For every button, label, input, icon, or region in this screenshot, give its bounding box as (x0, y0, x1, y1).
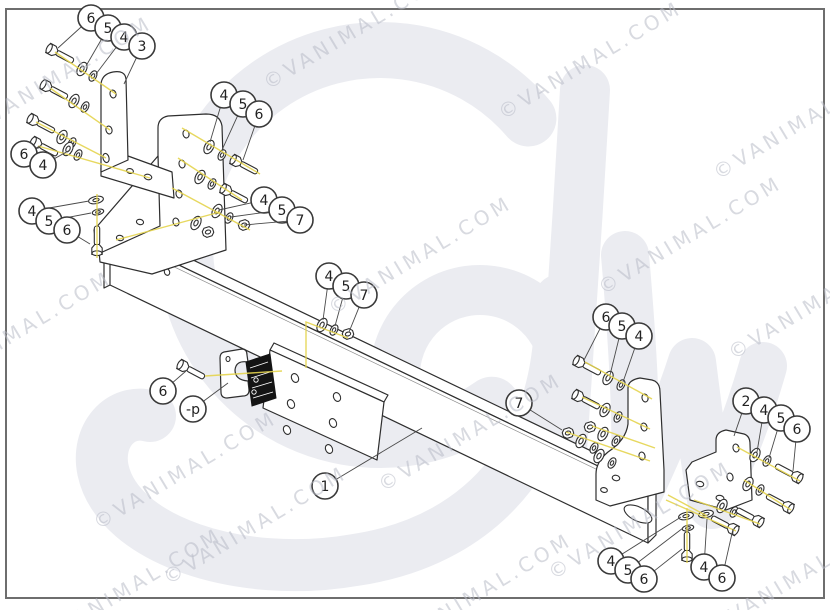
callout-leader (621, 516, 682, 555)
callout-leader (44, 200, 90, 210)
callout-4: 4 (29, 151, 57, 179)
svg-text:4: 4 (39, 158, 48, 174)
callout-leader (638, 527, 684, 563)
callout-6: 6 (245, 100, 273, 128)
callout-leader (209, 107, 221, 143)
callout-leader (242, 126, 256, 161)
svg-text:4: 4 (120, 30, 129, 46)
callout-leader (77, 236, 91, 245)
callout-6: 6 (149, 377, 177, 405)
svg-text:6: 6 (20, 147, 29, 163)
svg-text:4: 4 (607, 554, 616, 570)
callout-6: 6 (630, 565, 658, 593)
callout-leader (733, 413, 743, 437)
callout-leader (335, 427, 423, 480)
svg-text:6: 6 (87, 11, 96, 27)
callout-4: 4 (625, 322, 653, 350)
svg-text:5: 5 (342, 279, 351, 295)
callout-leader (622, 348, 636, 383)
callout-7: 7 (286, 206, 314, 234)
callout-leader (348, 306, 360, 333)
callout-leader (792, 441, 797, 472)
svg-text:4: 4 (220, 88, 229, 104)
callout-leader (768, 430, 778, 459)
assembly-axis-lines (35, 51, 801, 563)
callout-leader (54, 149, 71, 160)
svg-text:4: 4 (635, 329, 644, 345)
callout-leader (95, 47, 117, 75)
callout--p: -p (179, 395, 207, 423)
svg-text:5: 5 (618, 319, 627, 335)
callout-leader (704, 518, 708, 555)
callout-6: 6 (53, 216, 81, 244)
svg-text:7: 7 (296, 213, 305, 229)
svg-text:5: 5 (104, 21, 113, 37)
callout-leader (203, 382, 229, 402)
svg-text:4: 4 (760, 403, 769, 419)
callout-leader (218, 202, 252, 211)
callout-leader (653, 548, 683, 572)
svg-text:2: 2 (742, 394, 751, 410)
left-side-bracket (100, 71, 175, 199)
callout-6: 6 (783, 415, 811, 443)
svg-text:5: 5 (624, 563, 633, 579)
svg-text:3: 3 (138, 39, 147, 55)
callout-leader (85, 39, 102, 67)
svg-text:6: 6 (640, 572, 649, 588)
callout-7: 7 (505, 389, 533, 417)
svg-text:5: 5 (239, 97, 248, 113)
callout-leader (243, 220, 288, 226)
right-side-bracket (685, 429, 753, 511)
callout-leader (123, 57, 137, 85)
callout-leader (756, 422, 763, 453)
callout-leader (724, 528, 734, 566)
svg-text:-p: -p (186, 402, 200, 418)
callout-leader (230, 211, 270, 218)
callout-7: 7 (350, 281, 378, 309)
callout-leader (609, 338, 620, 376)
svg-text:7: 7 (360, 288, 369, 304)
svg-text:4: 4 (325, 269, 334, 285)
svg-text:6: 6 (718, 571, 727, 587)
svg-text:7: 7 (515, 396, 524, 412)
callout-3: 3 (128, 32, 156, 60)
callout-leader (221, 115, 239, 151)
svg-text:4: 4 (28, 204, 37, 220)
callout-leader (529, 409, 563, 431)
callout-leader (57, 26, 82, 49)
svg-text:5: 5 (45, 214, 54, 230)
right-main-bracket (595, 377, 665, 507)
callout-leader (583, 328, 601, 361)
callout-1: 1 (311, 472, 339, 500)
svg-text:4: 4 (700, 560, 709, 576)
drawing-border (5, 8, 825, 599)
svg-text:6: 6 (602, 310, 611, 326)
svg-text:6: 6 (255, 107, 264, 123)
callout-leader (172, 370, 187, 383)
callout-6: 6 (708, 564, 736, 592)
callout-leader (322, 288, 328, 321)
svg-text:6: 6 (63, 223, 72, 239)
svg-text:5: 5 (278, 203, 287, 219)
callout-leader (334, 298, 343, 327)
svg-text:1: 1 (321, 479, 330, 495)
svg-text:4: 4 (260, 193, 269, 209)
svg-text:6: 6 (159, 384, 168, 400)
svg-text:6: 6 (793, 422, 802, 438)
callout-leader (35, 145, 41, 149)
svg-text:5: 5 (777, 411, 786, 427)
